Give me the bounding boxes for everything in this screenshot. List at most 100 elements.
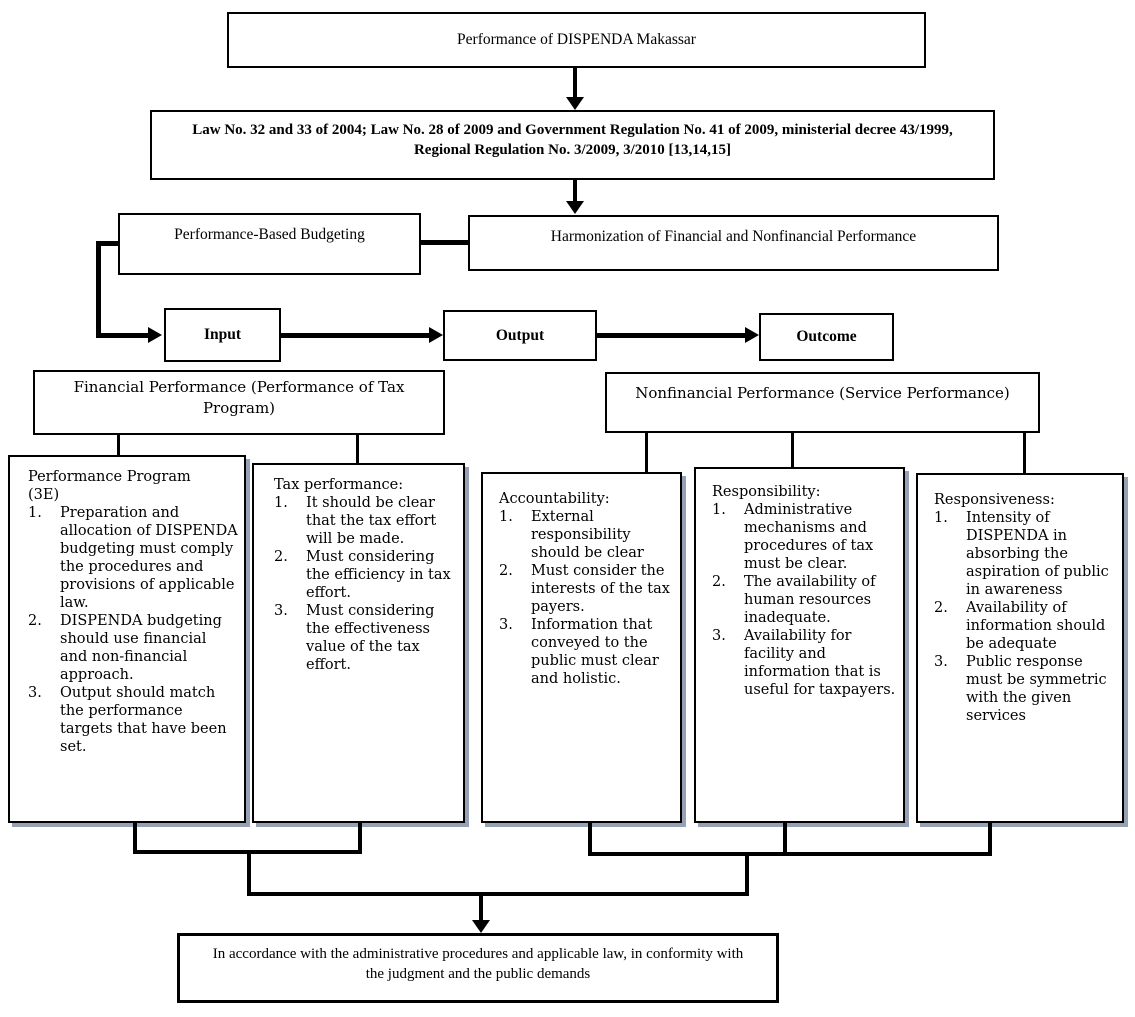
detail-box-responsibility: Responsibility: Administrative mechanism…	[694, 467, 905, 823]
arrowhead-into-conclusion	[472, 920, 490, 933]
pbb-text: Performance-Based Budgeting	[174, 226, 365, 243]
connector-nonfinancial-to-responsiveness	[1023, 433, 1026, 473]
list-item: Information that conveyed to the public …	[499, 616, 674, 688]
list-item-text: Administrative mechanisms and procedures…	[744, 502, 874, 572]
title-box: Performance of DISPENDA Makassar	[227, 12, 926, 68]
performance-based-budgeting-box: Performance-Based Budgeting	[118, 213, 421, 275]
connector-program-down	[133, 823, 137, 854]
detail-title: Performance Program (3E)	[28, 469, 191, 503]
connector-pbb-harmonization	[419, 240, 470, 245]
list-item: Preparation and allocation of DISPENDA b…	[28, 504, 238, 612]
list-item-number	[712, 627, 744, 699]
financial-performance-box: Financial Performance (Performance of Ta…	[33, 370, 445, 435]
detail-box-tax-performance: Tax performance: It should be clear that…	[252, 463, 465, 823]
detail-title: Accountability:	[499, 491, 610, 507]
outcome-box: Outcome	[759, 313, 894, 361]
list-item-text: Must considering the efficiency in tax e…	[306, 549, 451, 601]
list-item: Must considering the effectiveness value…	[274, 602, 457, 674]
list-item-number	[28, 504, 60, 612]
input-box: Input	[164, 308, 281, 362]
list-item: It should be clear that the tax effort w…	[274, 494, 457, 548]
list-item-text: Must consider the interests of the tax p…	[531, 563, 670, 615]
connector-input-output	[281, 333, 431, 338]
detail-box-accountability: Accountability: External responsibility …	[481, 472, 682, 823]
connector-pbb-elbow-horizontal	[96, 333, 150, 338]
input-text: Input	[203, 326, 242, 343]
financial-performance-text: Financial Performance (Performance of Ta…	[73, 378, 405, 417]
list-item-number	[274, 602, 306, 674]
list-item: Must consider the interests of the tax p…	[499, 562, 674, 616]
connector-financial-to-program	[117, 435, 120, 455]
list-item: Administrative mechanisms and procedures…	[712, 501, 897, 573]
list-item-text: Preparation and allocation of DISPENDA b…	[60, 505, 238, 611]
arrowhead-into-outcome	[745, 327, 759, 343]
list-item-number	[712, 573, 744, 627]
output-box: Output	[443, 310, 597, 361]
connector-law-to-harmonization	[573, 180, 577, 203]
connector-merge-to-conclusion	[479, 892, 483, 922]
connector-title-to-law	[573, 68, 577, 99]
connector-left-group-down	[247, 850, 251, 896]
list-item-number	[934, 653, 966, 725]
connector-pbb-elbow-stub	[96, 241, 120, 246]
arrowhead-into-input	[148, 327, 162, 343]
arrowhead-title-to-law	[566, 97, 584, 110]
list-item-number	[934, 599, 966, 653]
list-item: DISPENDA budgeting should use financial …	[28, 612, 238, 684]
list-item: Intensity of DISPENDA in absorbing the a…	[934, 509, 1116, 599]
arrowhead-law-to-harmonization	[566, 201, 584, 214]
list-item-number	[499, 508, 531, 562]
connector-financial-to-tax	[356, 435, 359, 463]
detail-box-responsiveness: Responsiveness: Intensity of DISPENDA in…	[916, 473, 1124, 823]
list-item-text: Availability of information should be ad…	[966, 600, 1106, 652]
list-item-text: External responsibility should be clear	[531, 509, 644, 561]
connector-right-group-down	[745, 852, 749, 896]
list-item: The availability of human resources inad…	[712, 573, 897, 627]
list-item-text: Information that conveyed to the public …	[531, 617, 659, 687]
list-item: Public response must be symmetric with t…	[934, 653, 1116, 725]
list-item-text: Public response must be symmetric with t…	[966, 654, 1107, 724]
nonfinancial-performance-text: Nonfinancial Performance (Service Perfor…	[635, 384, 1010, 402]
list-item: Output should match the performance targ…	[28, 684, 238, 756]
title-text: Performance of DISPENDA Makassar	[457, 31, 696, 48]
conclusion-text: In accordance with the administrative pr…	[212, 946, 744, 982]
detail-title: Responsiveness:	[934, 492, 1055, 508]
harmonization-text: Harmonization of Financial and Nonfinanc…	[550, 228, 917, 245]
list-item-number	[499, 616, 531, 688]
list-item-text: Must considering the effectiveness value…	[306, 603, 435, 673]
list-item-text: Availability for facility and informatio…	[744, 628, 896, 698]
list-item-number	[712, 501, 744, 573]
list-item-text: It should be clear that the tax effort w…	[306, 495, 437, 547]
list-item-number	[28, 684, 60, 756]
law-box: Law No. 32 and 33 of 2004; Law No. 28 of…	[150, 110, 995, 180]
connector-right-group-horizontal	[588, 852, 992, 856]
connector-output-outcome	[597, 333, 747, 338]
list-item-text: The availability of human resources inad…	[744, 574, 876, 626]
list-item-number	[274, 494, 306, 548]
list-item: Must considering the efficiency in tax e…	[274, 548, 457, 602]
arrowhead-into-output	[429, 327, 443, 343]
list-item-text: Output should match the performance targ…	[60, 685, 227, 755]
detail-title: Responsibility:	[712, 484, 821, 500]
list-item-number	[499, 562, 531, 616]
connector-responsibility-down	[783, 823, 787, 856]
list-item: External responsibility should be clear	[499, 508, 674, 562]
conclusion-box: In accordance with the administrative pr…	[177, 933, 779, 1003]
list-item-text: DISPENDA budgeting should use financial …	[60, 613, 222, 683]
connector-nonfinancial-to-responsibility	[791, 433, 794, 467]
list-item: Availability for facility and informatio…	[712, 627, 897, 699]
detail-box-performance-program: Performance Program (3E) Preparation and…	[8, 455, 246, 823]
detail-title: Tax performance:	[274, 477, 404, 493]
list-item: Availability of information should be ad…	[934, 599, 1116, 653]
law-text: Law No. 32 and 33 of 2004; Law No. 28 of…	[192, 122, 953, 158]
output-text: Output	[495, 326, 545, 344]
connector-pbb-elbow-vertical	[96, 241, 101, 338]
harmonization-box: Harmonization of Financial and Nonfinanc…	[468, 215, 999, 271]
list-item-number	[934, 509, 966, 599]
outcome-text: Outcome	[796, 328, 857, 345]
connector-responsiveness-down	[988, 823, 992, 856]
connector-nonfinancial-to-accountability	[645, 433, 648, 472]
connector-tax-down	[358, 823, 362, 854]
list-item-number	[28, 612, 60, 684]
